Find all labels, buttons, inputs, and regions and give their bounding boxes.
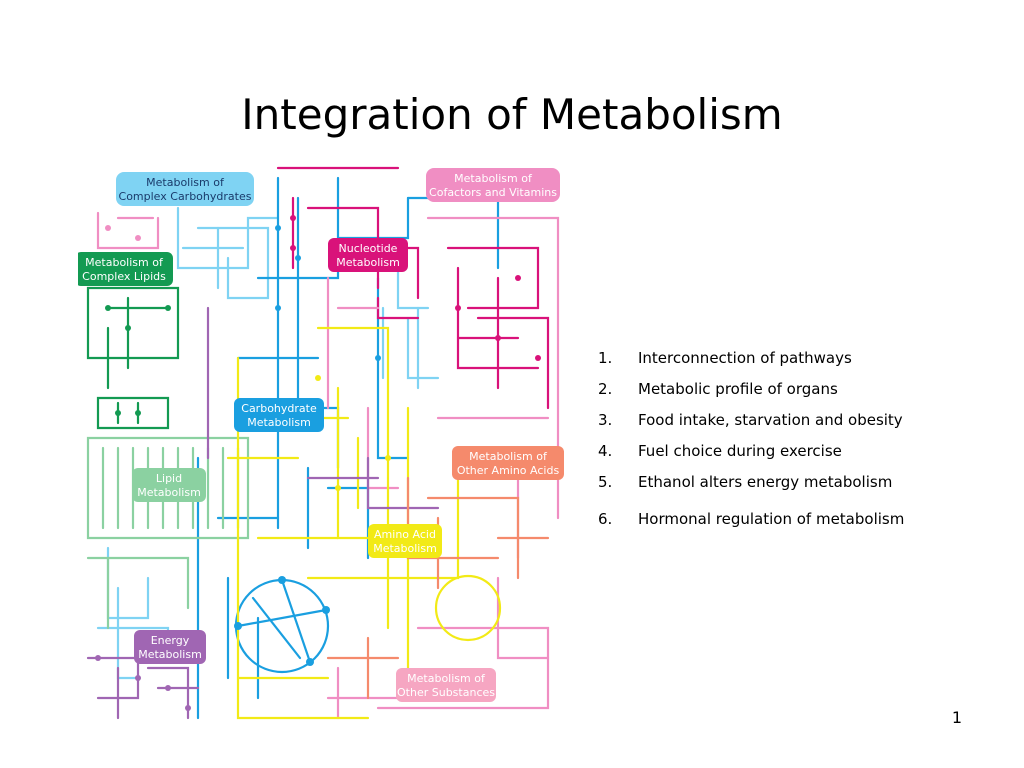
svg-text:Metabolism: Metabolism bbox=[373, 542, 437, 555]
svg-text:Metabolism of: Metabolism of bbox=[85, 256, 164, 269]
node-other-substances: Metabolism of Other Substances bbox=[396, 668, 496, 702]
node-carbohydrate: Carbohydrate Metabolism bbox=[234, 398, 324, 432]
node-lipid: Lipid Metabolism bbox=[132, 468, 206, 502]
svg-text:Metabolism: Metabolism bbox=[138, 648, 202, 661]
amino-acid-pathways bbox=[226, 326, 502, 720]
page-number: 1 bbox=[951, 708, 962, 727]
lipid-pathways bbox=[86, 436, 250, 630]
topic-item: 2. Metabolic profile of organs bbox=[598, 373, 1018, 404]
topic-number: 3. bbox=[598, 410, 613, 429]
topic-item: 1. Interconnection of pathways bbox=[598, 342, 1018, 373]
topic-number: 4. bbox=[598, 441, 613, 460]
topic-number: 5. bbox=[598, 472, 613, 491]
svg-text:Complex Lipids: Complex Lipids bbox=[82, 270, 166, 283]
svg-text:Metabolism: Metabolism bbox=[336, 256, 400, 269]
svg-text:Lipid: Lipid bbox=[156, 472, 182, 485]
svg-text:Other Substances: Other Substances bbox=[397, 686, 495, 699]
topic-text: Hormonal regulation of metabolism bbox=[638, 509, 905, 528]
topic-list: 1. Interconnection of pathways 2. Metaboli… bbox=[598, 342, 1018, 534]
nucleotide-pathways bbox=[276, 166, 550, 410]
svg-text:Nucleotide: Nucleotide bbox=[339, 242, 398, 255]
svg-text:Metabolism of: Metabolism of bbox=[146, 176, 225, 189]
other-amino-pathways bbox=[326, 476, 550, 700]
svg-text:Metabolism of: Metabolism of bbox=[469, 450, 548, 463]
topic-text: Food intake, starvation and obesity bbox=[638, 410, 903, 429]
node-other-amino-acids: Metabolism of Other Amino Acids bbox=[452, 446, 564, 480]
node-complex-lipids: Metabolism of Complex Lipids bbox=[78, 252, 173, 286]
topic-number: 2. bbox=[598, 379, 613, 398]
node-nucleotide: Nucleotide Metabolism bbox=[328, 238, 408, 272]
node-complex-carbohydrates: Metabolism of Complex Carbohydrates bbox=[116, 172, 254, 206]
svg-text:Metabolism of: Metabolism of bbox=[454, 172, 533, 185]
topic-text: Interconnection of pathways bbox=[638, 348, 852, 367]
svg-text:Metabolism of: Metabolism of bbox=[407, 672, 486, 685]
topic-item: 3. Food intake, starvation and obesity bbox=[598, 404, 1018, 435]
topic-number: 6. bbox=[598, 509, 613, 528]
svg-text:Complex Carbohydrates: Complex Carbohydrates bbox=[119, 190, 252, 203]
topic-item: 6. Hormonal regulation of metabolism bbox=[598, 503, 1018, 534]
node-amino-acid: Amino Acid Metabolism bbox=[368, 524, 442, 558]
topic-text: Fuel choice during exercise bbox=[638, 441, 842, 460]
complex-lipid-pathways bbox=[86, 286, 180, 430]
svg-text:Energy: Energy bbox=[151, 634, 190, 647]
topic-text: Metabolic profile of organs bbox=[638, 379, 838, 398]
topic-item: 4. Fuel choice during exercise bbox=[598, 435, 1018, 466]
topic-number: 1. bbox=[598, 348, 613, 367]
cofactor-pathways bbox=[96, 211, 560, 720]
svg-text:Carbohydrate: Carbohydrate bbox=[241, 402, 317, 415]
slide-title: Integration of Metabolism bbox=[241, 90, 783, 139]
svg-text:Amino Acid: Amino Acid bbox=[374, 528, 436, 541]
svg-text:Other Amino Acids: Other Amino Acids bbox=[457, 464, 560, 477]
node-cofactors-vitamins: Metabolism of Cofactors and Vitamins bbox=[426, 168, 560, 202]
node-energy: Energy Metabolism bbox=[134, 630, 206, 664]
topic-text: Ethanol alters energy metabolism bbox=[638, 472, 893, 491]
pathway-node-dots bbox=[95, 215, 551, 711]
svg-text:Metabolism: Metabolism bbox=[137, 486, 201, 499]
topic-item: 5. Ethanol alters energy metabolism bbox=[598, 466, 1018, 497]
metabolic-pathway-map: Metabolism of Complex Carbohydrates Meta… bbox=[78, 166, 564, 720]
svg-text:Cofactors and Vitamins: Cofactors and Vitamins bbox=[429, 186, 557, 199]
svg-text:Metabolism: Metabolism bbox=[247, 416, 311, 429]
